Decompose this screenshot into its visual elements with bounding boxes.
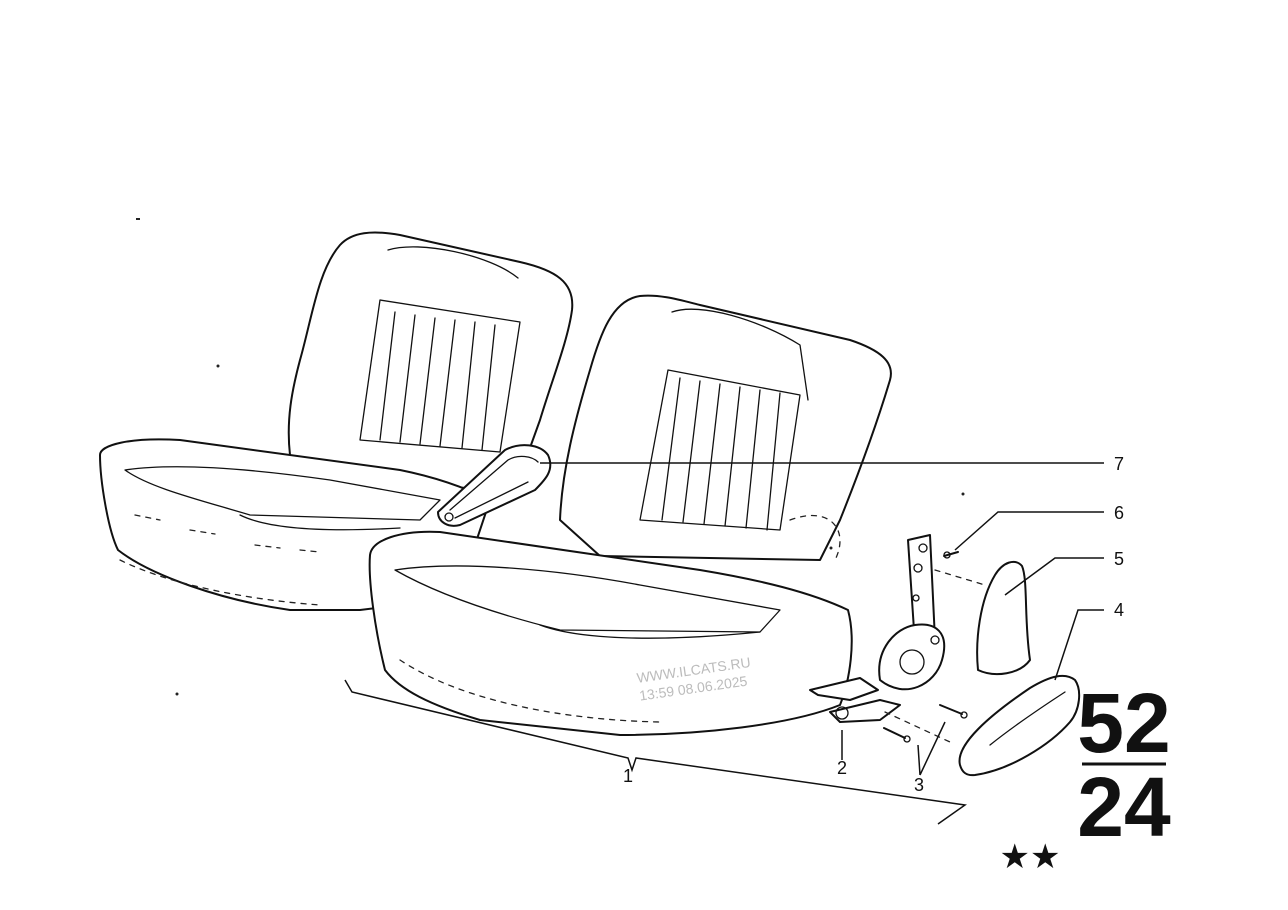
callout-6: 6 [1114, 503, 1124, 523]
leader-lines [540, 462, 1104, 776]
group-bracket [344, 679, 967, 825]
scan-specks [136, 218, 965, 696]
group-number-sub: 24 [1077, 760, 1171, 854]
hinge-cover-part-7 [437, 444, 552, 527]
hinge-mechanism-part-2 [809, 534, 986, 743]
callout-2: 2 [837, 758, 847, 778]
callout-7: 7 [1114, 454, 1124, 474]
group-number-main: 52 [1077, 676, 1170, 770]
callout-4: 4 [1114, 600, 1124, 620]
side-trim-part-4 [958, 674, 1081, 777]
screws-parts-3-6 [883, 551, 968, 743]
callout-3: 3 [914, 775, 924, 795]
cover-plate-part-5 [976, 560, 1031, 676]
rating-stars: ★★ [1000, 837, 1061, 877]
callout-1: 1 [623, 766, 633, 786]
callout-5: 5 [1114, 549, 1124, 569]
right-seat [368, 294, 892, 736]
